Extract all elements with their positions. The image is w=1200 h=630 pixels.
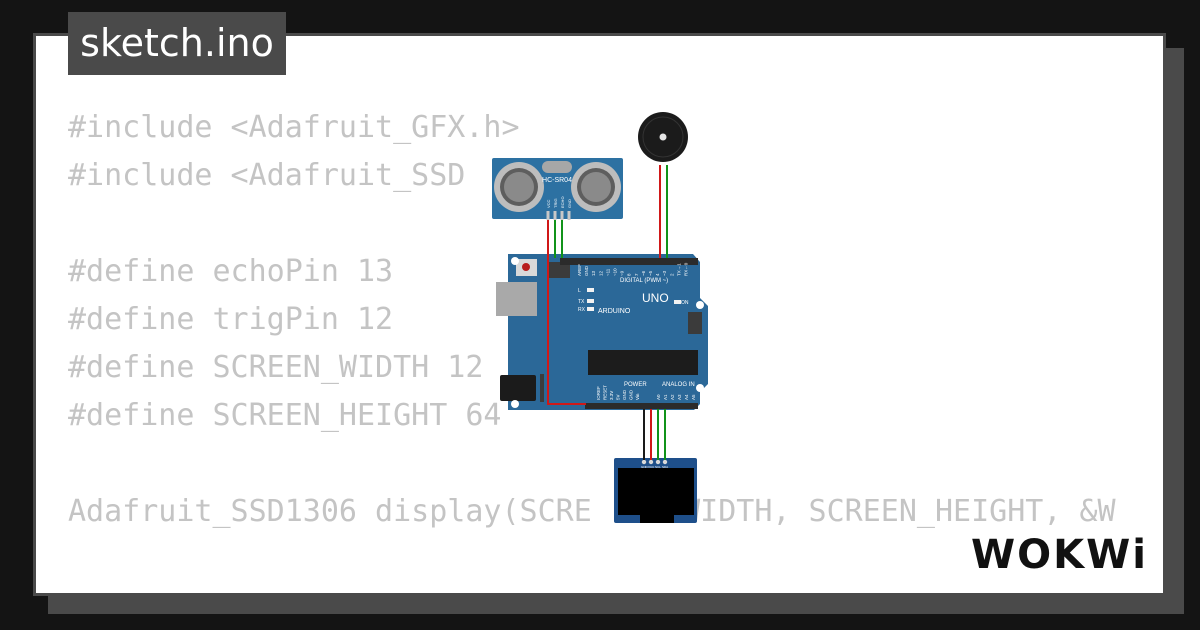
power-label: POWER bbox=[624, 382, 647, 388]
digital-pin-label: AREF bbox=[577, 264, 582, 276]
wokwi-logo-text: WOKWi bbox=[971, 532, 1148, 578]
digital-pin-label: TX→1 bbox=[676, 263, 681, 276]
power-pin-label: IOREF bbox=[596, 386, 601, 400]
file-tab-label: sketch.ino bbox=[80, 21, 274, 65]
power-pin-label: GND bbox=[622, 389, 627, 400]
oled-pin[interactable] bbox=[655, 459, 661, 465]
sensor-pin-label: TRIG bbox=[553, 198, 558, 208]
sensor-pin[interactable] bbox=[553, 211, 557, 220]
led-indicator[interactable] bbox=[587, 307, 594, 311]
analog-label: ANALOG IN bbox=[662, 382, 695, 388]
analog-power-header bbox=[585, 403, 698, 409]
wire-sensor-vcc bbox=[547, 220, 586, 405]
oled-pin-label: VCC bbox=[648, 465, 655, 469]
code-line: int buzzerPin = 11; bbox=[68, 584, 1116, 593]
analog-pin-label: A0 bbox=[656, 394, 661, 400]
usb-port bbox=[496, 282, 537, 316]
digital-pin-label: ~5 bbox=[648, 270, 653, 276]
digital-pin-label: ~10 bbox=[613, 268, 618, 276]
oled-pin-label: SDA bbox=[662, 465, 668, 469]
digital-pin-label: RX←0 bbox=[684, 262, 689, 276]
analog-pin-label: A3 bbox=[677, 394, 682, 400]
led-label: ON bbox=[681, 300, 689, 306]
digital-pin-label: GND bbox=[584, 265, 589, 276]
analog-pin-label: A5 bbox=[691, 394, 696, 400]
digital-pin-label: 7 bbox=[634, 273, 639, 276]
digital-pin-label: ~6 bbox=[641, 270, 646, 276]
digital-pin-label: 13 bbox=[591, 270, 596, 276]
code-line: #include <Adafruit_SSD bbox=[68, 158, 466, 193]
code-line: #define SCREEN_HEIGHT 64 bbox=[68, 398, 502, 433]
oled-pin[interactable] bbox=[648, 459, 654, 465]
file-tab[interactable]: sketch.ino bbox=[68, 12, 286, 75]
power-pin-label: RESET bbox=[603, 385, 608, 400]
led-label: RX bbox=[578, 307, 586, 313]
code-line: #include <Adafruit_GFX.h> bbox=[68, 110, 520, 145]
atmega-chip bbox=[588, 350, 698, 375]
digital-pin-label: 2 bbox=[669, 273, 674, 276]
icsp-header-side bbox=[688, 312, 702, 334]
code-line: #define trigPin 12 bbox=[68, 302, 394, 337]
led-label: L bbox=[578, 288, 581, 294]
uno-label: UNO bbox=[642, 291, 669, 305]
wires bbox=[547, 165, 668, 460]
oled-pin-label: SCL bbox=[655, 465, 661, 469]
analog-pin-label: A1 bbox=[663, 394, 668, 400]
oled-pin[interactable] bbox=[641, 459, 647, 465]
power-pin-label: 5V bbox=[616, 394, 621, 400]
arduino-leds: L TX RX ON bbox=[578, 288, 689, 313]
sensor-pin-label: ECHO bbox=[560, 196, 565, 208]
power-pin-label: GND bbox=[629, 389, 634, 400]
led-indicator[interactable] bbox=[587, 288, 594, 292]
buzzer-hole bbox=[659, 133, 667, 141]
digital-header bbox=[560, 258, 698, 265]
led-indicator[interactable] bbox=[674, 300, 681, 304]
buzzer[interactable] bbox=[638, 112, 688, 162]
sensor-crystal bbox=[542, 161, 572, 173]
icsp-header-top bbox=[548, 262, 570, 278]
oled-pin[interactable] bbox=[662, 459, 668, 465]
arduino-label: ARDUINO bbox=[598, 308, 631, 315]
power-jack bbox=[500, 375, 536, 401]
digital-pin-label: 12 bbox=[598, 270, 603, 276]
power-pin-label: Vin bbox=[635, 393, 640, 400]
power-pin-label: 3.3V bbox=[609, 391, 614, 400]
code-line: Adafruit_SSD1306 display(SCRE WIDTH, SCR… bbox=[68, 494, 1116, 529]
sensor-label: HC-SR04 bbox=[542, 177, 572, 184]
digital-pin-label: ~9 bbox=[620, 270, 625, 276]
oled-pin-label: GND bbox=[641, 465, 649, 469]
arduino-uno[interactable]: DIGITAL (PWM ~) UNO ARDUINO POWER ANALOG… bbox=[496, 254, 708, 410]
sensor-pin-label: VCC bbox=[546, 199, 551, 208]
digital-pin-label: 4 bbox=[655, 273, 660, 276]
wokwi-logo: WOKWi bbox=[971, 532, 1148, 578]
sensor-pin[interactable] bbox=[546, 211, 550, 220]
buzzer-ring bbox=[642, 116, 684, 158]
oled-screen bbox=[618, 468, 694, 515]
digital-pin-label: ~3 bbox=[662, 270, 667, 276]
led-indicator[interactable] bbox=[587, 299, 594, 303]
digital-label: DIGITAL (PWM ~) bbox=[620, 278, 668, 284]
code-line: #define SCREEN_WIDTH 12 bbox=[68, 350, 484, 385]
code-line: #define echoPin 13 bbox=[68, 254, 394, 289]
code-preview: #include <Adafruit_GFX.h> #include <Adafr… bbox=[68, 104, 1116, 593]
sensor-pin[interactable] bbox=[567, 211, 571, 220]
digital-pin-label: ~11 bbox=[605, 268, 610, 276]
sensor-pin-label: GND bbox=[567, 199, 572, 208]
analog-pin-label: A2 bbox=[670, 394, 675, 400]
led-label: TX bbox=[578, 299, 585, 305]
digital-pin-label: 8 bbox=[627, 273, 632, 276]
sensor-pin[interactable] bbox=[560, 211, 564, 220]
analog-pin-label: A4 bbox=[684, 394, 689, 400]
